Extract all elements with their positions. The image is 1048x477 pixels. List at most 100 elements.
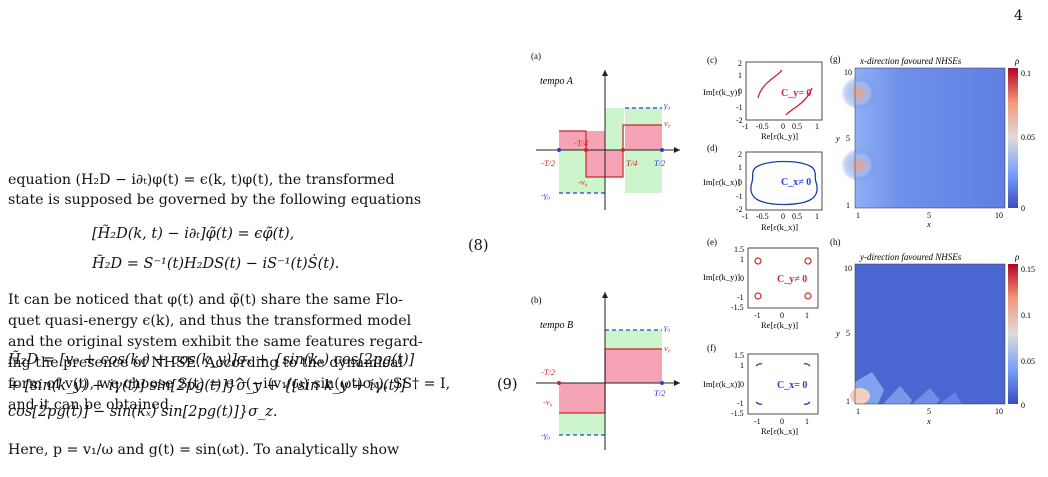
a-green-mid-top [605,108,624,150]
p2-line6: and it can be obtained [8,397,169,413]
svg-text:y-direction favoured NHSEs: y-direction favoured NHSEs [859,252,962,262]
svg-text:1: 1 [805,417,809,426]
svg-text:0.5: 0.5 [792,212,802,221]
svg-text:(c): (c) [707,55,717,65]
panel-c: (c) C_y= 0 Im[ε(k_y)] 2 1 0 -1 -2 -1 -0.… [703,55,823,141]
panel-d: (d) C_x≠ 0 Im[ε(k_x)] 2 1 0 -1 -2 -1 -0.… [703,143,823,232]
svg-text:10: 10 [844,68,852,77]
p1-line2: state is supposed be governed by the fol… [8,192,422,208]
svg-text:(h): (h) [830,237,841,247]
svg-text:x: x [926,416,931,426]
svg-text:10: 10 [844,264,852,273]
svg-text:-T/4: -T/4 [574,138,589,148]
panel-e: (e) C_y≠ 0 Im[ε(k_y)] 1.5 1 0 -1 -1.5 -1… [703,237,819,330]
p2-line5: form of v(t), we choose S(t) = e^(−i(v₁/… [8,376,451,392]
svg-text:1: 1 [740,361,744,370]
h-colorbar [1008,264,1018,404]
svg-text:-1: -1 [742,122,749,131]
panel-a: (a) tempo A -T/4 T/4 -T/2 T/2 γ₀ v₀ -v₀ … [531,51,680,210]
svg-text:2: 2 [738,59,742,68]
svg-text:0.15: 0.15 [1021,265,1035,274]
svg-text:0: 0 [781,212,785,221]
svg-text:x-direction favoured NHSEs: x-direction favoured NHSEs [859,56,962,66]
svg-text:-2: -2 [736,205,743,214]
svg-text:C_x≠ 0: C_x≠ 0 [781,177,811,188]
p2-line4: ing the presence of NHSE. According to t… [8,355,404,371]
svg-text:5: 5 [927,211,931,220]
svg-text:0.05: 0.05 [1021,133,1035,142]
svg-text:1: 1 [856,407,860,416]
a-green-right-top [625,108,662,150]
svg-text:1: 1 [740,255,744,264]
svg-text:-0.5: -0.5 [756,122,769,131]
svg-text:1: 1 [805,311,809,320]
svg-text:1.5: 1.5 [734,245,744,254]
a-green-left-top [559,131,605,149]
svg-text:0: 0 [738,178,742,187]
svg-text:Re[ε(k_x)]: Re[ε(k_x)] [761,222,798,232]
svg-text:0.05: 0.05 [1021,357,1035,366]
svg-text:(d): (d) [707,143,718,153]
a-pink-right [625,125,662,150]
panel-a-title: tempo A [540,76,574,87]
panel-a-label: (a) [531,51,541,61]
p2-line2: quet quasi-energy ϵ(k), and thus the tra… [8,313,412,329]
svg-text:-γ₀: -γ₀ [541,190,550,200]
svg-text:x: x [926,219,931,229]
svg-text:γ₀: γ₀ [664,100,670,110]
svg-text:C_x= 0: C_x= 0 [777,380,807,391]
panel-g: (g) x-direction favoured NHSEs ρ 0.1 0.0… [830,54,1035,229]
p1-line1: equation (H₂D − i∂ₜ)φ(t) = ϵ(k, t)φ(t), … [8,172,395,188]
svg-text:1: 1 [738,163,742,172]
svg-text:1: 1 [815,212,819,221]
svg-text:-0.5: -0.5 [756,212,769,221]
svg-text:0: 0 [1021,401,1025,410]
svg-text:-1: -1 [736,103,743,112]
p2-line3: and the original system exhibit the same… [8,334,423,350]
svg-text:0.5: 0.5 [792,122,802,131]
svg-text:1: 1 [846,201,850,210]
svg-text:ρ: ρ [1014,252,1020,262]
svg-text:T/4: T/4 [626,158,638,168]
panel-f: (f) C_x= 0 Im[ε(k_x)] 1.5 1 0 -1 -1.5 -1… [703,343,819,436]
svg-text:T/2: T/2 [654,158,666,168]
eq8-number: (8) [468,238,489,254]
svg-text:γ₀: γ₀ [664,322,670,332]
a-step-v [559,124,662,178]
svg-text:5: 5 [927,407,931,416]
a-green-left-bottom [559,150,605,193]
h-heatmap-bg [855,264,1005,404]
svg-text:1: 1 [846,397,850,406]
svg-text:-T/2: -T/2 [541,367,556,377]
eq8-line2: H̃₂D = S⁻¹(t)H₂DS(t) − iS⁻¹(t)Ṡ(t). [92,256,340,272]
svg-text:0: 0 [1021,204,1025,213]
svg-text:(e): (e) [707,237,717,247]
svg-text:10: 10 [995,211,1003,220]
svg-text:0.1: 0.1 [1021,311,1031,320]
eq8-line1: [H̃₂D(k, t) − i∂ₜ]φ̃(t) = ϵφ̃(t), [92,226,295,242]
eq9-number: (9) [497,377,518,393]
svg-text:Im[ε(k_x)]: Im[ε(k_x)] [703,379,740,389]
svg-text:0.1: 0.1 [1021,69,1031,78]
svg-text:(g): (g) [830,54,841,64]
p2-line1: It can be noticed that φ(t) and φ̃(t) sh… [8,292,403,308]
svg-text:10: 10 [995,407,1003,416]
svg-text:-1: -1 [754,417,761,426]
svg-text:Re[ε(k_y)]: Re[ε(k_y)] [761,131,798,141]
svg-text:-1: -1 [742,212,749,221]
svg-text:0: 0 [740,274,744,283]
svg-text:-γ₀: -γ₀ [541,430,550,440]
svg-text:0: 0 [740,380,744,389]
panel-b: (b) tempo B -T/2 T/2 γ₀ v₀ -v₀ -γ₀ [531,292,680,450]
svg-text:5: 5 [846,329,850,338]
svg-text:0: 0 [781,122,785,131]
svg-text:Im[ε(k_y)]: Im[ε(k_y)] [703,87,740,97]
svg-text:-T/2: -T/2 [541,158,556,168]
svg-text:tempo B: tempo B [540,320,573,331]
panel-h: (h) y-direction favoured NHSEs ρ 0.15 0.… [830,237,1035,426]
svg-text:T/2: T/2 [654,388,666,398]
svg-text:5: 5 [846,134,850,143]
a-green-right-bottom [625,150,662,193]
svg-text:-v₀: -v₀ [543,397,553,407]
svg-text:-1: -1 [754,311,761,320]
